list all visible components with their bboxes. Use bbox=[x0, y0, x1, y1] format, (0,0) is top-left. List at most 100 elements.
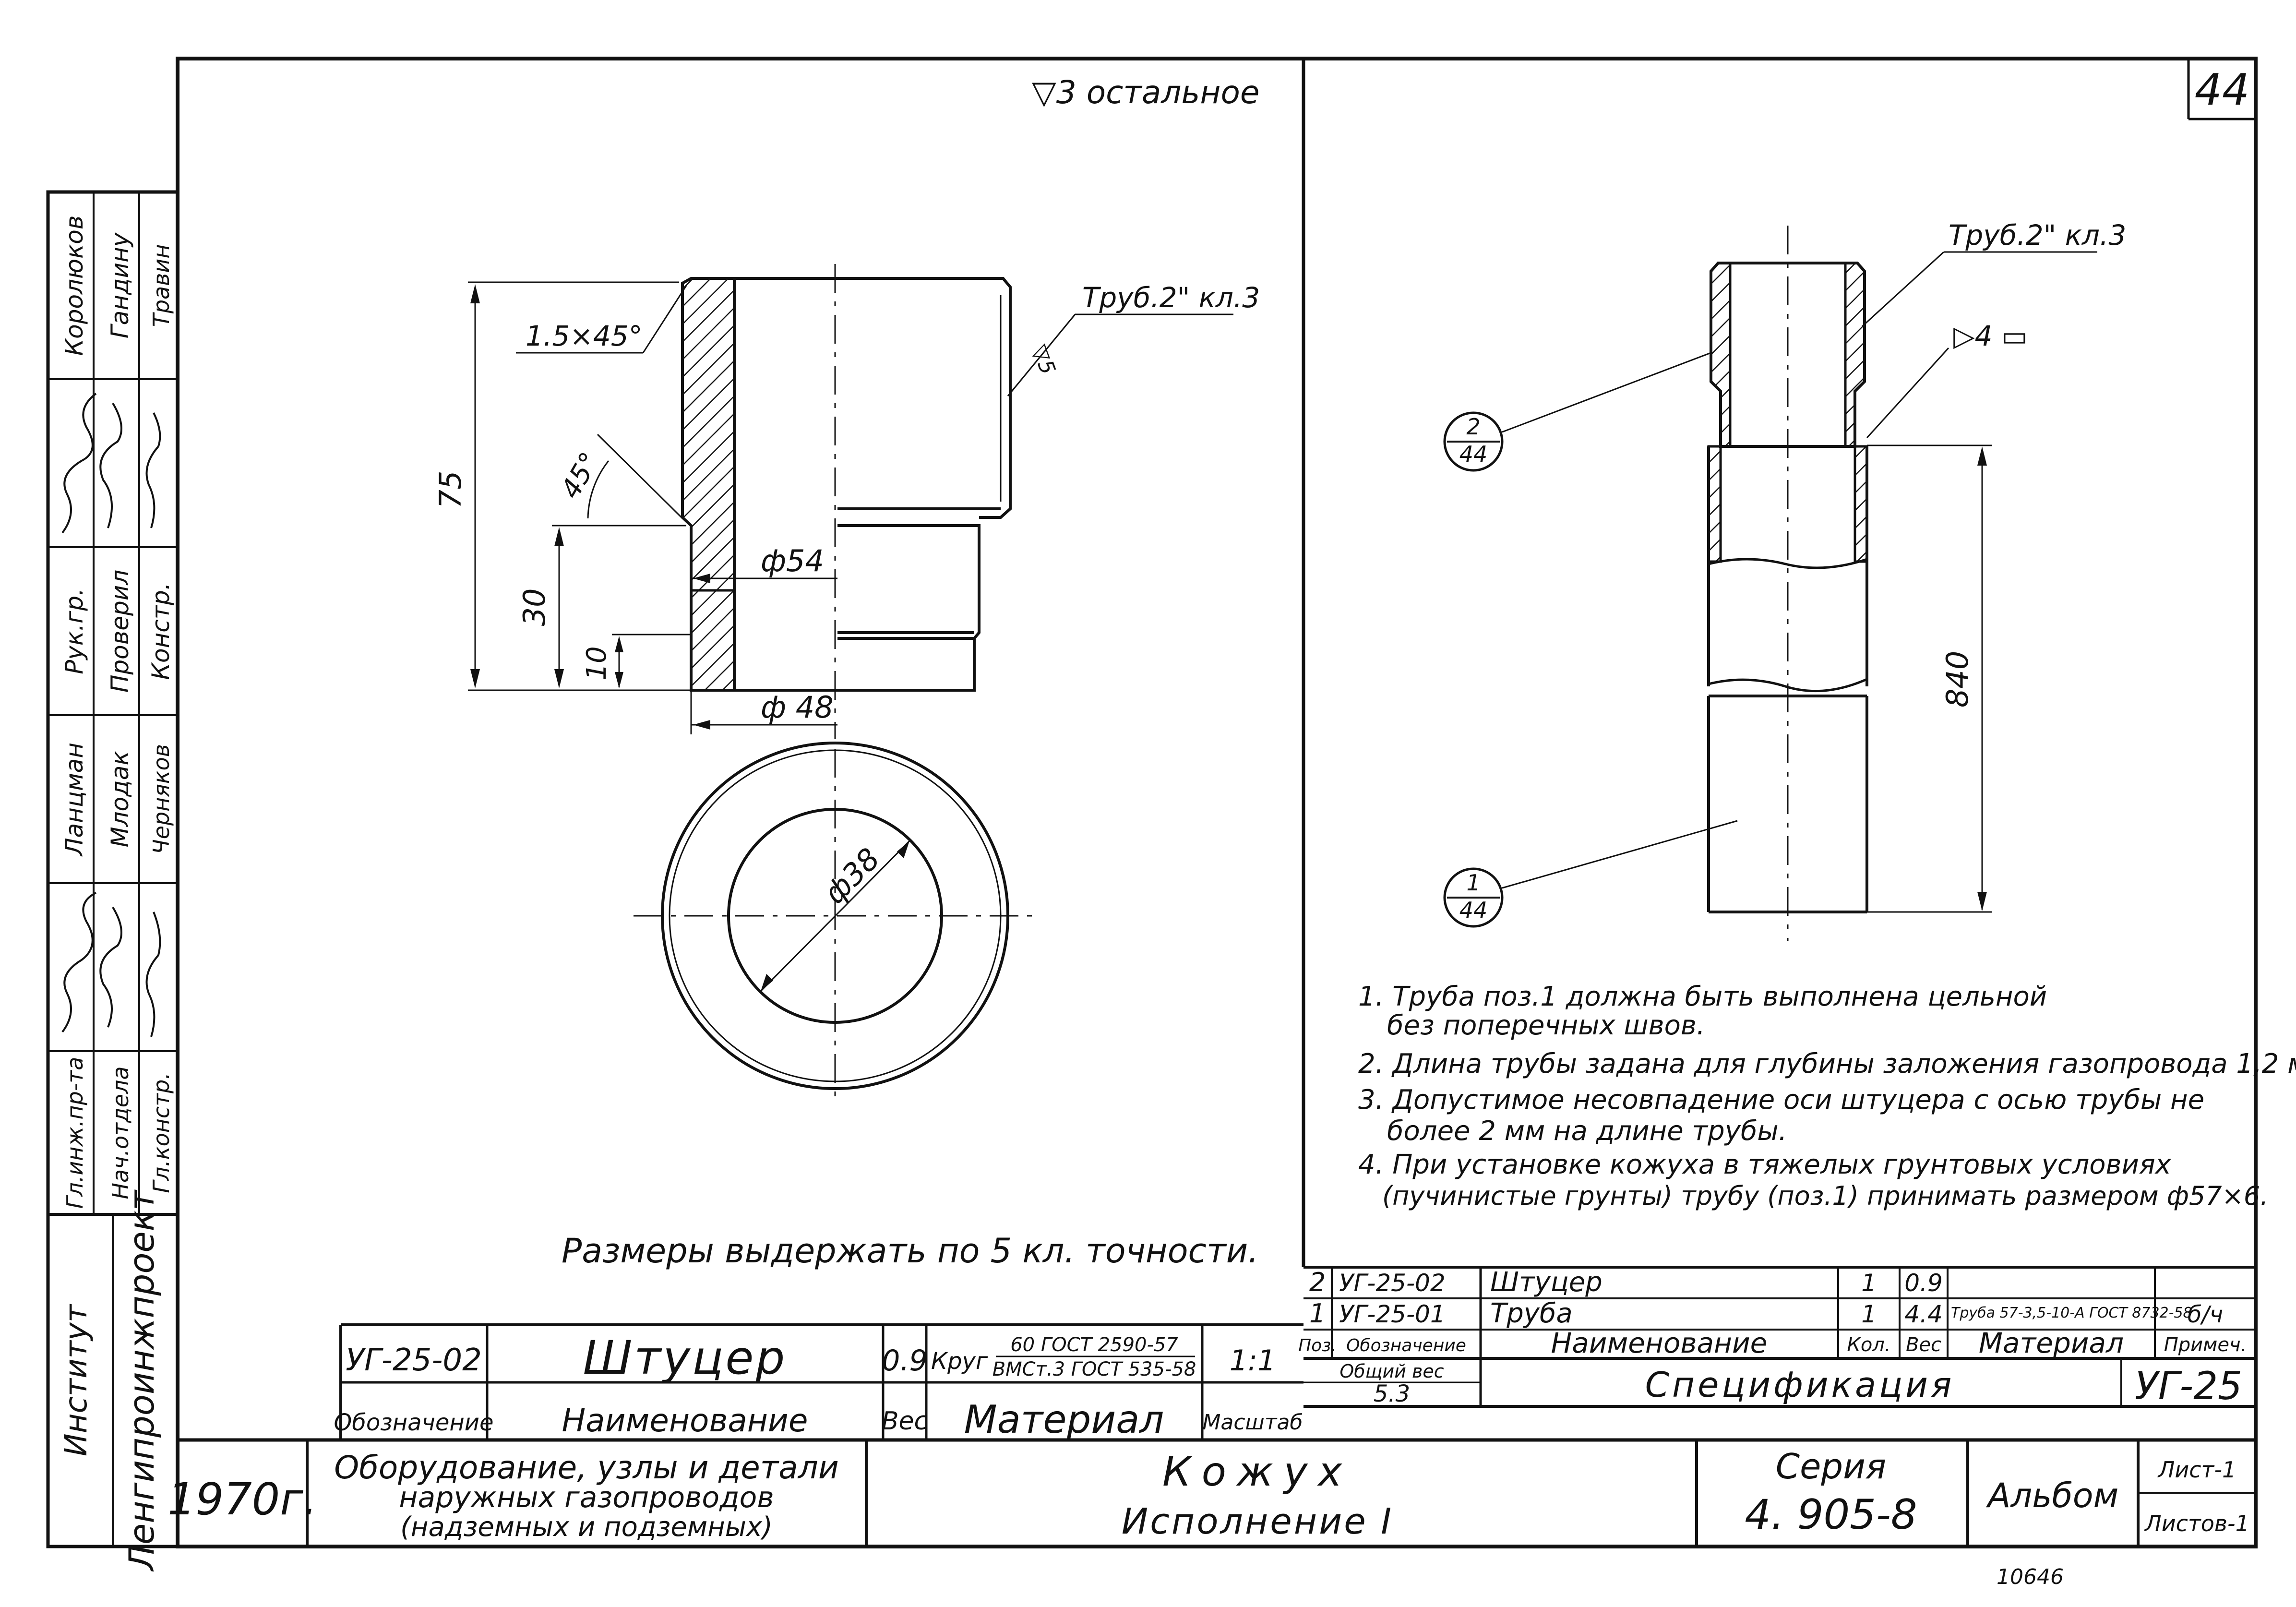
dim-840-label: 840 bbox=[1940, 651, 1975, 708]
pipe-break-upper-1 bbox=[1708, 558, 1867, 569]
spec-row1-pos: 1 bbox=[1309, 1298, 1326, 1329]
spec-header-qty: Кол. bbox=[1847, 1334, 1890, 1356]
side-name-a-3: Черняков bbox=[148, 744, 174, 854]
dia-38-line bbox=[760, 840, 910, 992]
total-weight-label: Общий вес bbox=[1339, 1361, 1444, 1382]
spec-row2-weight: 0.9 bbox=[1904, 1269, 1943, 1297]
spec-row2-qty: 1 bbox=[1861, 1269, 1877, 1297]
spec-header-pos: Поз. bbox=[1298, 1336, 1337, 1355]
part-header-scale: Масштаб bbox=[1202, 1410, 1303, 1435]
part-header-designation: Обозначение bbox=[334, 1409, 493, 1436]
side-role-2: Нач.отдела bbox=[108, 1066, 133, 1199]
spec-header-name: Наименование bbox=[1551, 1327, 1768, 1359]
dia-54-label: ф54 bbox=[761, 543, 824, 578]
part-block bbox=[339, 1323, 1303, 1440]
side-role-b-1: Рук.гр. bbox=[60, 588, 88, 674]
spec-row1-designation: УГ-25-01 bbox=[1339, 1300, 1446, 1328]
note-line-7: (пучинистые грунты) трубу (поз.1) приним… bbox=[1382, 1181, 2268, 1211]
dia-54-arrow bbox=[693, 574, 710, 583]
title-variant: Исполнение I bbox=[1122, 1501, 1393, 1542]
note-line-6: 4. При установке кожуха в тяжелых грунто… bbox=[1358, 1149, 2172, 1180]
angle-45-arc bbox=[587, 460, 610, 519]
part-designation: УГ-25-02 bbox=[346, 1343, 482, 1378]
callout-2-bottom: 44 bbox=[1459, 441, 1488, 467]
angle-45-line bbox=[597, 433, 683, 519]
weld-mark: ▷4 ▭ bbox=[1953, 320, 2028, 352]
part-material-line1: 60 ГОСТ 2590-57 bbox=[1010, 1334, 1178, 1356]
thread-leader bbox=[1007, 314, 1076, 396]
detail-outline-body bbox=[734, 507, 1001, 692]
title-name: Кожух bbox=[1162, 1448, 1352, 1495]
callout-1-leader bbox=[1502, 820, 1738, 889]
fitting-right-wall bbox=[1844, 262, 1866, 448]
callout-1-bottom: 44 bbox=[1459, 897, 1488, 923]
title-year: 1970г. bbox=[167, 1474, 317, 1525]
callout-2-top: 2 bbox=[1466, 414, 1480, 440]
side-role-1: Гл.инж.пр-та bbox=[62, 1057, 88, 1209]
side-role-b-2: Проверил bbox=[106, 570, 134, 693]
weld-leader bbox=[1866, 347, 1949, 439]
angle-45-label: 45° bbox=[555, 447, 606, 504]
spec-header-note: Примеч. bbox=[2164, 1334, 2247, 1356]
archive-stamp: 10646 bbox=[1997, 1565, 2064, 1589]
pipe-break-upper-2 bbox=[1708, 678, 1868, 693]
detail-section-wall bbox=[681, 277, 736, 692]
side-name-b-2: Гандину bbox=[106, 232, 134, 338]
part-material-prefix: Круг bbox=[931, 1348, 988, 1375]
side-name-b-1: Королюков bbox=[60, 216, 88, 356]
spec-row1-name: Труба bbox=[1490, 1298, 1573, 1329]
dia-38-label: ф38 bbox=[817, 841, 886, 911]
title-block bbox=[178, 1438, 2256, 1547]
detail-outline-top bbox=[734, 277, 1012, 519]
spec-header-material: Материал bbox=[1979, 1327, 2124, 1359]
dia-48-label: ф 48 bbox=[761, 690, 834, 725]
note-line-1: 1. Труба поз.1 должна быть выполнена цел… bbox=[1358, 981, 2047, 1012]
dim-10-label: 10 bbox=[581, 646, 612, 680]
note-line-5: более 2 мм на длине трубы. bbox=[1387, 1115, 1787, 1147]
spec-code: УГ-25 bbox=[2135, 1364, 2242, 1408]
callout-1-top: 1 bbox=[1466, 870, 1480, 896]
spec-header-weight: Вес bbox=[1906, 1334, 1941, 1356]
side-name-a-1: Ланцман bbox=[60, 743, 88, 857]
part-header-weight: Вес bbox=[882, 1407, 928, 1436]
note-line-3: 2. Длина трубы задана для глубины заложе… bbox=[1358, 1048, 2296, 1079]
title-series-line2: наружных газопроводов bbox=[399, 1481, 774, 1514]
side-role-b-3: Констр. bbox=[147, 582, 175, 680]
title-album: Альбом bbox=[1986, 1476, 2119, 1515]
dim-75-label: 75 bbox=[433, 471, 468, 509]
dim-10-arrows bbox=[615, 636, 623, 688]
spec-header-designation: Обозначение bbox=[1346, 1336, 1466, 1355]
tolerance-note: Размеры выдержать по 5 кл. точности. bbox=[562, 1231, 1259, 1271]
dim-30-label: 30 bbox=[517, 588, 552, 626]
spec-table bbox=[1303, 1266, 2256, 1408]
spec-row2-designation: УГ-25-02 bbox=[1339, 1269, 1446, 1297]
signature-1 bbox=[61, 393, 161, 534]
side-name-a-2: Млодак bbox=[106, 751, 134, 847]
dia-48-arrow bbox=[693, 720, 710, 730]
title-sheets: Листов-1 bbox=[2144, 1511, 2249, 1536]
title-series-line3: (надземных и подземных) bbox=[400, 1511, 773, 1543]
part-header-name: Наименование bbox=[562, 1402, 808, 1439]
callout-1-circle bbox=[1443, 867, 1504, 928]
title-series-number: 4. 905-8 bbox=[1745, 1491, 1917, 1539]
part-header-material: Материал bbox=[964, 1397, 1164, 1442]
roughness-mark: ▽5 bbox=[1027, 341, 1060, 378]
callout-2-circle bbox=[1443, 411, 1504, 472]
chamfer-label: 1.5×45° bbox=[526, 320, 643, 352]
note-line-2: без поперечных швов. bbox=[1387, 1010, 1705, 1041]
fitting-left-wall bbox=[1710, 262, 1732, 448]
asm-thread-leader bbox=[1861, 251, 1945, 327]
total-weight-value: 5.3 bbox=[1374, 1380, 1410, 1407]
thread-label: Труб.2" кл.3 bbox=[1082, 281, 1260, 314]
dim-30-arrows bbox=[554, 527, 564, 688]
side-name-b-3: Травин bbox=[148, 244, 174, 327]
surface-note: ▽3 остальное bbox=[1032, 74, 1260, 111]
asm-thread-label: Труб.2" кл.3 bbox=[1949, 219, 2126, 252]
chamfer-leader bbox=[642, 285, 687, 353]
pipe-right-wall bbox=[1854, 445, 1868, 563]
title-sheet: Лист-1 bbox=[2157, 1457, 2236, 1483]
signature-2 bbox=[61, 892, 161, 1037]
spec-row2-pos: 2 bbox=[1309, 1267, 1326, 1297]
